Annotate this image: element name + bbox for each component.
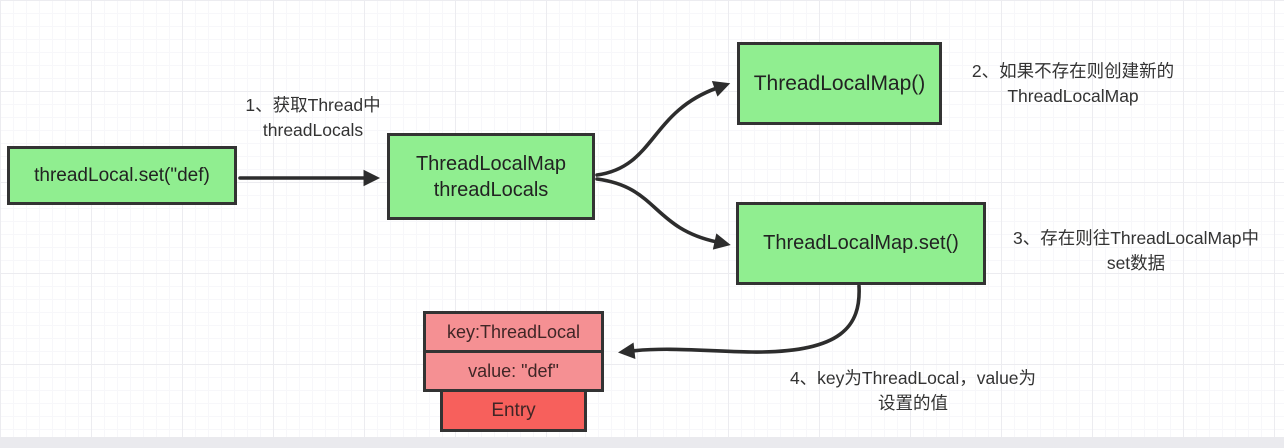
annotation-step1-line1: 1、获取Thread中	[245, 95, 381, 115]
arrow-map-to-mapset	[595, 177, 731, 250]
annotation-step2: 2、如果不存在则创建新的 ThreadLocalMap	[948, 59, 1198, 109]
annotation-step3-line1: 3、存在则往ThreadLocalMap中	[1012, 228, 1260, 248]
bottom-edge-strip	[0, 437, 1284, 448]
node-threadlocalmap-label-line1: ThreadLocalMap	[415, 152, 567, 175]
node-entry-label: Entry	[491, 399, 536, 421]
node-entry-value-label: value: "def"	[468, 360, 559, 381]
annotation-step3: 3、存在则往ThreadLocalMap中 set数据	[988, 226, 1284, 276]
annotation-step4: 4、key为ThreadLocal，value为 设置的值	[748, 366, 1078, 416]
node-new-threadlocalmap-label: ThreadLocalMap()	[753, 71, 926, 95]
annotation-step4-line2: 设置的值	[878, 393, 948, 413]
annotation-step3-line2: set数据	[1106, 253, 1166, 273]
node-entry-value: value: "def"	[423, 350, 604, 392]
node-entry-key-label: key:ThreadLocal	[446, 321, 581, 342]
node-entry: Entry	[440, 389, 587, 432]
node-entry-key: key:ThreadLocal	[423, 311, 604, 353]
node-threadlocal-set: threadLocal.set("def)	[7, 146, 237, 205]
arrow-map-to-newmap	[595, 81, 731, 177]
node-threadlocalmap-label-line2: threadLocals	[433, 178, 549, 201]
node-threadlocal-set-label: threadLocal.set("def)	[34, 164, 210, 186]
annotation-step1: 1、获取Thread中 threadLocals	[218, 93, 408, 143]
annotation-step2-line1: 2、如果不存在则创建新的	[971, 61, 1175, 81]
annotation-step2-line2: ThreadLocalMap	[1007, 86, 1139, 106]
annotation-step1-line2: threadLocals	[262, 120, 364, 140]
node-new-threadlocalmap: ThreadLocalMap()	[737, 42, 942, 125]
annotation-step4-line1: 4、key为ThreadLocal，value为	[789, 368, 1037, 388]
arrow-mapset-to-entry	[618, 284, 861, 359]
node-threadlocalmap-threadlocals: ThreadLocalMap threadLocals	[387, 133, 595, 220]
node-threadlocalmap-set: ThreadLocalMap.set()	[736, 202, 986, 285]
node-threadlocalmap-set-label: ThreadLocalMap.set()	[763, 232, 959, 254]
